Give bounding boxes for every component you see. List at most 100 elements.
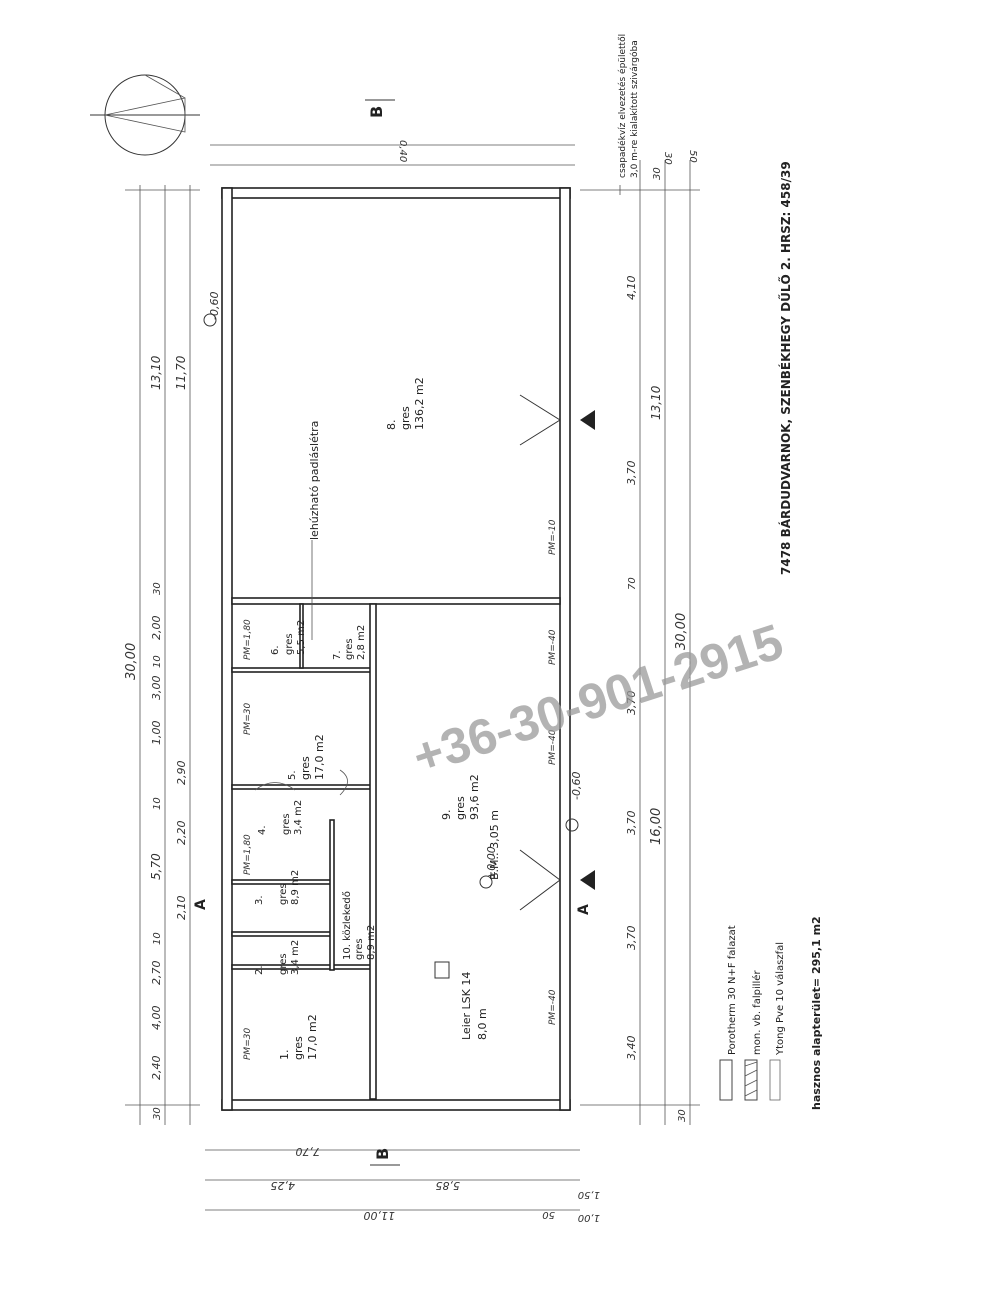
svg-text:2,90: 2,90: [175, 761, 188, 786]
svg-text:6.: 6.: [270, 645, 281, 655]
svg-text:1,00: 1,00: [578, 1212, 600, 1223]
bottom-dimensions: 7,70 4,25 5,85 11,00 50 1,50 1,00: [271, 1145, 601, 1223]
svg-text:PM=-40: PM=-40: [548, 989, 558, 1025]
svg-text:gres: gres: [354, 938, 365, 960]
svg-text:1,00: 1,00: [150, 721, 163, 746]
svg-text:30: 30: [152, 582, 163, 595]
svg-text:PM=1,80: PM=1,80: [243, 834, 253, 875]
svg-text:1.: 1.: [278, 1050, 291, 1061]
room-8-label: 8. gres 136,2 m2: [385, 377, 426, 430]
svg-text:2,70: 2,70: [150, 961, 163, 986]
svg-text:B.M.: 3,05 m: B.M.: 3,05 m: [488, 810, 501, 880]
phone-watermark: +36-30-901-2915: [406, 613, 790, 785]
svg-text:30: 30: [152, 1107, 163, 1120]
room-1-label: 1. gres 17,0 m2: [278, 1014, 319, 1060]
svg-text:PM=-40: PM=-40: [548, 629, 558, 665]
svg-text:30,00: 30,00: [674, 613, 689, 650]
svg-text:PM=-40: PM=-40: [548, 729, 558, 765]
section-a-right: A: [576, 904, 592, 915]
svg-text:5,5 m2: 5,5 m2: [296, 620, 307, 655]
svg-text:7,70: 7,70: [296, 1145, 321, 1158]
svg-text:3,4 m2: 3,4 m2: [293, 800, 304, 835]
room-7-label: 7. gres 2,8 m2: [332, 625, 367, 660]
right-dimensions: 30,00 16,00 13,10 4,10 3,70 70 3,70 3,70…: [625, 167, 689, 1122]
section-markers: B B A A: [193, 99, 592, 1166]
svg-text:Leier LSK 14: Leier LSK 14: [460, 972, 473, 1040]
svg-text:±0,00: ±0,00: [485, 846, 498, 880]
svg-text:8,9 m2: 8,9 m2: [290, 870, 301, 905]
svg-text:gres: gres: [281, 813, 292, 835]
legend-label-ytong: Ytong Pve 10 válaszfal: [774, 942, 786, 1056]
svg-text:70: 70: [627, 577, 638, 590]
north-arrow-icon: [90, 74, 200, 156]
svg-text:5,85: 5,85: [436, 1179, 461, 1192]
svg-text:-0,60: -0,60: [570, 772, 583, 800]
svg-text:PM=30: PM=30: [243, 1028, 253, 1060]
svg-text:50: 50: [687, 150, 698, 163]
svg-text:13,10: 13,10: [149, 355, 163, 390]
svg-text:lehúzható padláslétra: lehúzható padláslétra: [308, 421, 321, 540]
svg-text:3.: 3.: [254, 895, 265, 905]
svg-text:11,00: 11,00: [364, 1209, 396, 1222]
svg-text:PM=1,80: PM=1,80: [243, 619, 253, 660]
legend-swatch-ytong: [769, 1059, 781, 1101]
svg-text:7.: 7.: [332, 650, 343, 660]
svg-text:2.: 2.: [254, 965, 265, 975]
svg-text:10: 10: [152, 655, 163, 668]
svg-text:PM=30: PM=30: [243, 703, 253, 735]
svg-text:10: 10: [152, 932, 163, 945]
svg-text:17,0 m2: 17,0 m2: [306, 1014, 319, 1060]
building-walls: [221, 187, 571, 1111]
section-b-top: B: [367, 106, 386, 118]
svg-text:4.: 4.: [257, 825, 268, 835]
svg-text:gres: gres: [292, 1036, 305, 1060]
room-3-label: 3. gres 8,9 m2: [254, 870, 301, 905]
svg-text:30: 30: [662, 152, 673, 165]
svg-text:gres: gres: [454, 796, 467, 820]
svg-text:4,00: 4,00: [150, 1006, 163, 1031]
svg-text:3,40: 3,40: [625, 1036, 638, 1061]
section-b-bottom: B: [373, 1148, 392, 1160]
svg-text:50: 50: [542, 1209, 555, 1220]
legend-swatch-pillar: [744, 1059, 758, 1101]
drainage-note: csapadékvíz elvezetés épülettől 3,0 m-re…: [617, 34, 640, 195]
svg-text:1,50: 1,50: [578, 1189, 600, 1200]
svg-text:3,70: 3,70: [625, 691, 638, 716]
svg-text:-0,60: -0,60: [208, 292, 221, 320]
pm-labels: PM=1,80 PM=1,80 PM=-10 PM=-40 PM=-40 PM=…: [243, 519, 558, 1060]
svg-text:2,20: 2,20: [175, 821, 188, 846]
section-a-left: A: [193, 899, 209, 910]
svg-text:3,00: 3,00: [150, 676, 163, 701]
svg-text:5.: 5.: [287, 770, 298, 780]
svg-text:3,4 m2: 3,4 m2: [290, 940, 301, 975]
svg-text:gres: gres: [284, 633, 295, 655]
svg-text:3,0 m-re kialakított szivárgób: 3,0 m-re kialakított szivárgóba: [629, 40, 640, 178]
left-dimensions: 30,00 13,10 11,70 30 2,40 4,00 2,70 10 2…: [124, 355, 188, 1120]
svg-text:gres: gres: [299, 756, 312, 780]
legend-label-porotherm: Porotherm 30 N+F falazat: [727, 925, 738, 1055]
svg-text:5,70: 5,70: [149, 853, 163, 880]
svg-text:2,10: 2,10: [175, 896, 188, 921]
svg-text:gres: gres: [278, 883, 289, 905]
svg-text:30,00: 30,00: [124, 643, 139, 680]
svg-text:10: 10: [152, 797, 163, 810]
room-4-label: 4. gres 3,4 m2: [257, 800, 304, 835]
svg-text:csapadékvíz elvezetés épülettő: csapadékvíz elvezetés épülettől: [617, 34, 628, 178]
svg-text:3,70: 3,70: [625, 811, 638, 836]
svg-text:30: 30: [677, 1109, 688, 1122]
svg-text:17,0 m2: 17,0 m2: [313, 734, 326, 780]
svg-text:gres: gres: [278, 953, 289, 975]
address-title: 7478 BÁRDUDVARNOK, SZENBÉKHEGY DŰLŐ 2. H…: [778, 161, 793, 575]
svg-text:8,0 m: 8,0 m: [476, 1008, 489, 1040]
room-2-label: 2. gres 3,4 m2: [254, 940, 301, 975]
legend-swatch-porotherm: [719, 1059, 733, 1101]
svg-text:8,9 m2: 8,9 m2: [366, 925, 377, 960]
svg-text:2,00: 2,00: [150, 616, 163, 641]
svg-text:PM=-10: PM=-10: [548, 519, 558, 555]
svg-text:13,10: 13,10: [649, 385, 663, 420]
svg-text:3,70: 3,70: [625, 461, 638, 486]
svg-text:30: 30: [652, 167, 663, 180]
legend: Porotherm 30 N+F falazat mon. vb. falpil…: [719, 916, 823, 1110]
attic-ladder-note: lehúzható padláslétra: [308, 421, 321, 640]
